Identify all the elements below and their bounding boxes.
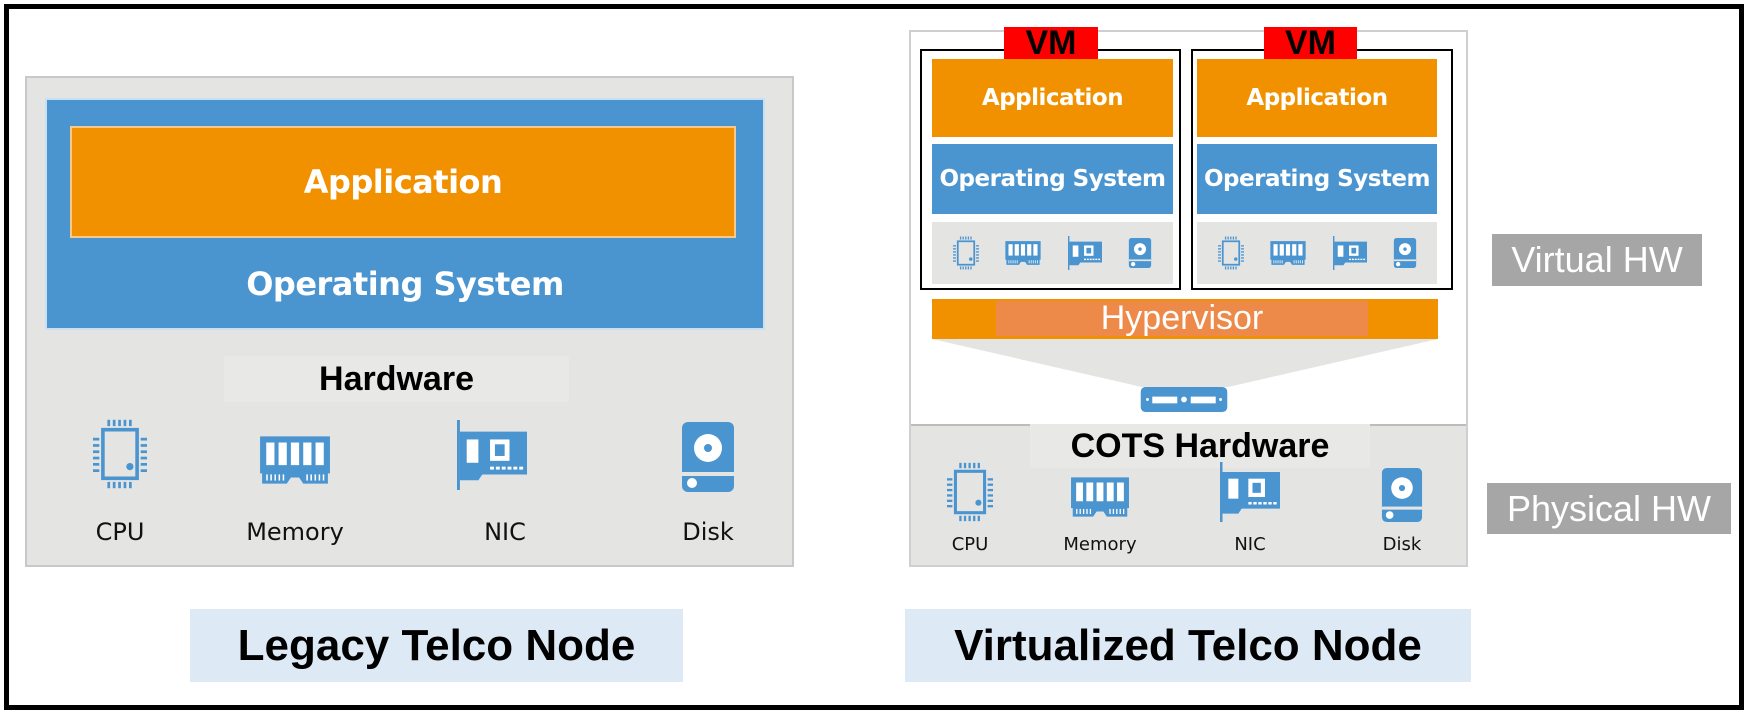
vm2-os-layer: Operating System [1197, 144, 1437, 214]
hypervisor-label-box: Hypervisor [996, 299, 1368, 337]
vm2-os-label: Operating System [1203, 166, 1431, 192]
legacy-application-label: Application [303, 163, 503, 201]
legacy-memory-label: Memory [246, 518, 344, 546]
cots-cpu: CPU [935, 462, 1005, 562]
hypervisor-label: Hypervisor [1100, 299, 1264, 337]
memory-icon [1004, 239, 1042, 267]
vm1-virtual-hw [932, 222, 1173, 284]
vm1-os-label: Operating System [939, 166, 1166, 192]
vm1-application-layer: Application [932, 59, 1173, 137]
cpu-icon [93, 418, 147, 490]
cots-disk: Disk [1370, 462, 1434, 562]
virtual-hw-badge: Virtual HW [1492, 234, 1702, 286]
vm1-os-layer: Operating System [932, 144, 1173, 214]
legacy-cpu: CPU [80, 418, 160, 558]
memory-icon [1069, 474, 1131, 520]
legacy-memory: Memory [240, 418, 350, 558]
cpu-icon [1218, 236, 1244, 270]
cots-nic-label: NIC [1234, 534, 1266, 555]
memory-icon [258, 432, 332, 488]
legacy-application-layer: Application [70, 126, 736, 238]
vm2-tag: VM [1264, 26, 1357, 60]
virtualized-caption: Virtualized Telco Node [905, 609, 1471, 682]
server-icon [1140, 387, 1228, 412]
disk-icon [1381, 468, 1423, 522]
cots-cpu-label: CPU [951, 534, 989, 555]
cots-memory: Memory [1055, 462, 1145, 562]
legacy-os-label: Operating System [246, 265, 564, 303]
legacy-disk-label: Disk [682, 518, 734, 546]
vm1-application-label: Application [981, 85, 1124, 111]
disk-icon [1128, 238, 1152, 268]
legacy-caption: Legacy Telco Node [190, 609, 683, 682]
vm2-application-layer: Application [1197, 59, 1437, 137]
diagram-frame [4, 4, 1744, 710]
legacy-disk: Disk [668, 418, 748, 558]
legacy-hardware-title: Hardware [224, 356, 569, 402]
cpu-icon [953, 236, 979, 270]
cots-nic: NIC [1210, 462, 1290, 562]
disk-icon [680, 422, 736, 492]
physical-hw-badge: Physical HW [1487, 483, 1731, 534]
legacy-nic: NIC [455, 418, 555, 558]
vm1-tag: VM [1004, 26, 1098, 60]
cots-memory-label: Memory [1063, 534, 1137, 555]
legacy-nic-label: NIC [484, 518, 526, 546]
nic-icon [1220, 462, 1280, 522]
nic-icon [457, 420, 527, 490]
legacy-cpu-label: CPU [95, 518, 145, 546]
nic-icon [1332, 236, 1368, 270]
memory-icon [1269, 239, 1307, 267]
vm2-virtual-hw [1197, 222, 1437, 284]
cpu-icon [947, 462, 993, 522]
cots-hardware-title: COTS Hardware [1030, 424, 1370, 468]
hypervisor-projection [932, 339, 1438, 387]
cots-disk-label: Disk [1382, 534, 1422, 555]
vm2-application-label: Application [1246, 85, 1388, 111]
disk-icon [1393, 238, 1417, 268]
nic-icon [1067, 236, 1103, 270]
